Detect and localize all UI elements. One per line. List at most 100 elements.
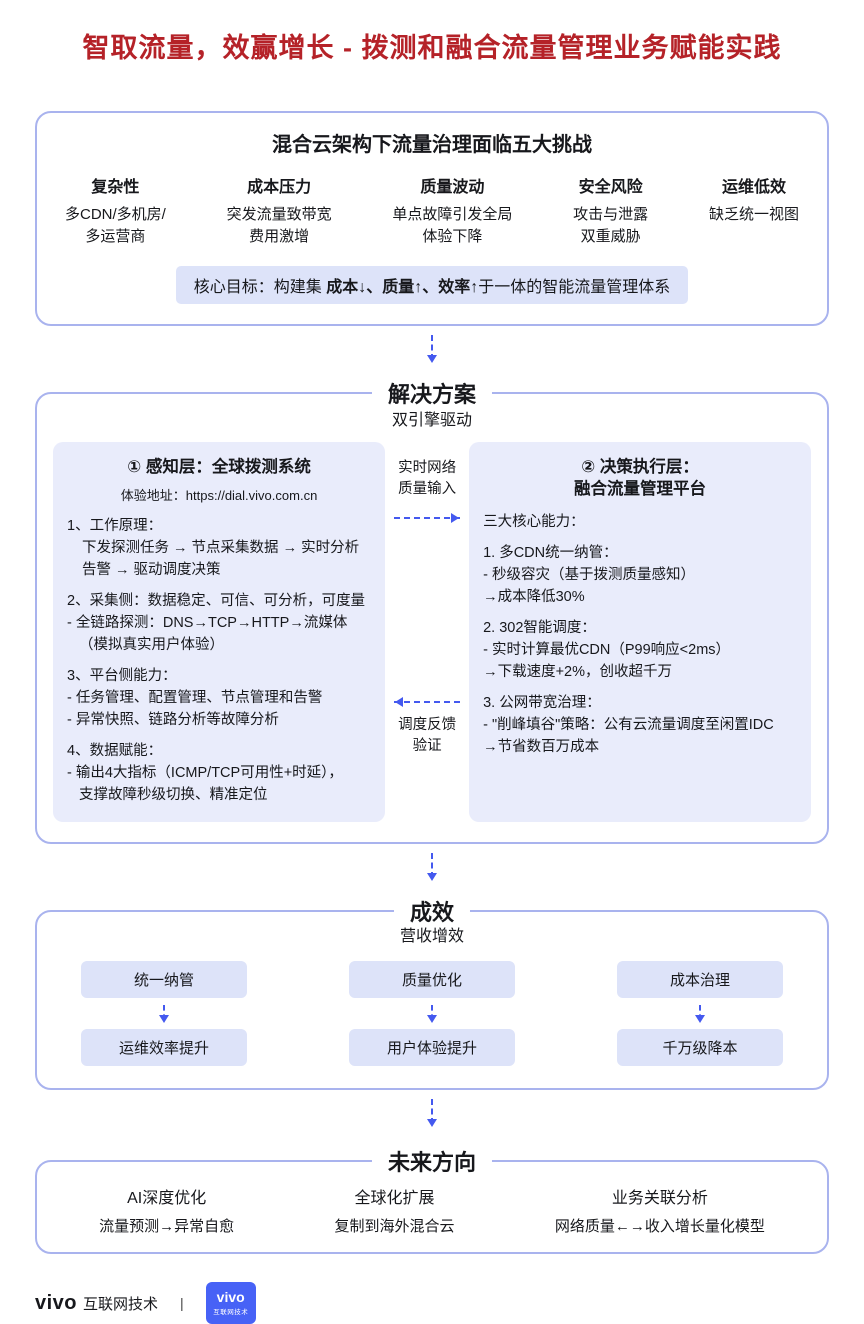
detail-line: - 秒级容灾（基于拨测质量感知） [483, 567, 695, 584]
effects-heading: 成效 [393, 895, 471, 928]
detail-line: 2. 302智能调度： [483, 620, 596, 637]
detail-line: 告警 → 驱动调度决策 [82, 561, 221, 578]
detail-line: 下发探测任务 → 节点采集数据 → 实时分析 [82, 539, 360, 556]
detail-line: - 输出4大指标（ICMP/TCP可用性+时延）， [67, 765, 343, 782]
decision-title-line1: ② 决策执行层： [581, 457, 699, 476]
core-goal-wrap: 核心目标：构建集 成本↓、质量↑、效率↑于一体的智能流量管理体系 [37, 265, 827, 304]
challenge-title: 复杂性 [91, 179, 140, 196]
decision-title-line2: 融合流量管理平台 [574, 479, 707, 498]
future-title: 全球化扩展 [354, 1190, 435, 1208]
challenge-item-security: 安全风险 攻击与泄露 双重威胁 [573, 173, 648, 248]
future-column-global: 全球化扩展 复制到海外混合云 [334, 1184, 454, 1236]
effect-pill: 质量优化 [349, 961, 515, 999]
detail-line: 支撑故障秒级切换、精准定位 [79, 787, 268, 804]
vivo-logo-subtext: 互联网技术 [213, 1309, 249, 1317]
goal-suffix: 于一体的智能流量管理体系 [478, 278, 671, 296]
goal-bold: 成本↓、质量↑、效率↑ [326, 278, 479, 296]
page-title: 智取流量，效赢增长 - 拨测和融合流量管理业务赋能实践 [82, 33, 782, 63]
decision-panel: ② 决策执行层： 融合流量管理平台 三大核心能力： 1. 多CDN统一纳管： -… [469, 441, 811, 823]
effect-pill: 千万级降本 [617, 1029, 783, 1067]
challenge-desc: 突发流量致带宽 费用激增 [226, 206, 332, 245]
challenge-title: 安全风险 [578, 179, 643, 196]
detail-line: - 实时计算最优CDN（P99响应<2ms） [483, 642, 731, 659]
arrow-left-icon [394, 696, 461, 707]
effect-pill: 用户体验提升 [349, 1029, 515, 1067]
down-arrow-icon [427, 853, 437, 882]
future-title: 业务关联分析 [611, 1190, 708, 1208]
solution-row: ① 感知层：全球拨测系统 体验地址：https://dial.vivo.com.… [53, 441, 811, 823]
effect-column-governance: 统一纳管 运维效率提升 [81, 961, 247, 1067]
detail-line: 3、平台侧能力： [67, 667, 177, 684]
challenge-item-complexity: 复杂性 多CDN/多机房/ 多运营商 [65, 173, 166, 248]
challenge-desc: 多CDN/多机房/ 多运营商 [65, 206, 166, 245]
arrow-right-icon [394, 513, 461, 523]
solution-section: 解决方案 双引擎驱动 ① 感知层：全球拨测系统 体验地址：https://dia… [35, 376, 829, 845]
future-desc: 复制到海外混合云 [334, 1218, 455, 1236]
future-column-business: 业务关联分析 网络质量←→收入增长量化模型 [555, 1184, 765, 1236]
challenge-item-quality: 质量波动 单点故障引发全局 体验下降 [392, 173, 512, 248]
detail-line: （模拟真实用户体验） [79, 636, 224, 653]
down-arrow-icon [427, 1099, 437, 1128]
effect-column-quality: 质量优化 用户体验提升 [349, 961, 515, 1067]
future-row: AI深度优化 流量预测→异常自愈 全球化扩展 复制到海外混合云 业务关联分析 网… [49, 1184, 815, 1236]
challenge-item-cost: 成本压力 突发流量致带宽 费用激增 [227, 173, 332, 248]
detail-line: - 任务管理、配置管理、节点管理和告警 [67, 689, 323, 706]
detail-line: →节省数百万成本 [483, 739, 600, 756]
effects-section: 成效 营收增效 统一纳管 运维效率提升 质量优化 用户体验提升 成本治理 千万级… [35, 895, 829, 1091]
down-arrow-icon [695, 1005, 705, 1024]
challenge-desc: 攻击与泄露 双重威胁 [573, 206, 649, 245]
solution-subtitle: 双引擎驱动 [391, 411, 472, 429]
core-goal-banner: 核心目标：构建集 成本↓、质量↑、效率↑于一体的智能流量管理体系 [175, 265, 689, 304]
effect-pill: 成本治理 [617, 961, 783, 999]
future-desc: 流量预测→异常自愈 [99, 1218, 235, 1236]
future-column-ai: AI深度优化 流量预测→异常自愈 [99, 1184, 234, 1236]
challenges-section: 混合云架构下流量治理面临五大挑战 复杂性 多CDN/多机房/ 多运营商 成本压力… [35, 111, 829, 326]
detail-line: 1. 多CDN统一纳管： [483, 545, 618, 562]
down-arrow-icon [427, 1005, 437, 1024]
vivo-logo-text: vivo [216, 1289, 245, 1306]
effects-row: 统一纳管 运维效率提升 质量优化 用户体验提升 成本治理 千万级降本 [37, 946, 827, 1067]
challenges-row: 复杂性 多CDN/多机房/ 多运营商 成本压力 突发流量致带宽 费用激增 质量波… [37, 157, 827, 248]
detail-line: - "削峰填谷"策略：公有云流量调度至闲置IDC [483, 717, 774, 734]
detail-line: 2、采集侧：数据稳定、可信、可分析，可度量 [67, 592, 366, 609]
future-section: 未来方向 AI深度优化 流量预测→异常自愈 全球化扩展 复制到海外混合云 业务关… [35, 1145, 829, 1255]
effect-pill: 运维效率提升 [81, 1029, 247, 1067]
engine-connector: 实时网络 质量输入 调度反馈 验证 [389, 442, 465, 823]
detail-line: →下载速度+2%，创收超千万 [483, 664, 673, 681]
decision-title: ② 决策执行层： 融合流量管理平台 [483, 456, 797, 501]
challenge-title: 质量波动 [420, 179, 485, 196]
future-desc: 网络质量←→收入增长量化模型 [554, 1218, 765, 1236]
challenge-item-ops: 运维低效 缺乏统一视图 [709, 173, 799, 248]
detail-line: - 全链路探测：DNS→TCP→HTTP→流媒体 [67, 614, 348, 631]
detail-line: - 异常快照、链路分析等故障分析 [67, 712, 279, 729]
perception-details: 1、工作原理： 下发探测任务 → 节点采集数据 → 实时分析 告警 → 驱动调度… [67, 515, 371, 806]
perception-title: ① 感知层：全球拨测系统 [127, 457, 311, 476]
feedback-label: 调度反馈 验证 [398, 716, 457, 755]
footer-divider: | [180, 1295, 184, 1312]
effects-subtitle: 营收增效 [399, 928, 464, 946]
challenge-title: 成本压力 [247, 179, 312, 196]
challenge-desc: 单点故障引发全局 体验下降 [392, 206, 513, 245]
challenges-heading: 混合云架构下流量治理面临五大挑战 [272, 134, 592, 156]
detail-line: 三大核心能力： [483, 514, 585, 531]
future-heading: 未来方向 [371, 1145, 493, 1178]
solution-heading: 解决方案 [371, 376, 493, 409]
down-arrow-icon [159, 1005, 169, 1024]
down-arrow-icon [427, 334, 437, 363]
challenge-title: 运维低效 [721, 179, 786, 196]
challenge-desc: 缺乏统一视图 [708, 206, 799, 223]
vivo-wordmark: vivo [35, 1291, 78, 1314]
perception-panel: ① 感知层：全球拨测系统 体验地址：https://dial.vivo.com.… [53, 441, 386, 823]
flow-arrow-1 [0, 326, 864, 372]
detail-line: 1、工作原理： [67, 517, 163, 534]
detail-line: →成本降低30% [483, 589, 585, 606]
flow-arrow-3 [0, 1090, 864, 1136]
effect-column-cost: 成本治理 千万级降本 [617, 961, 783, 1067]
detail-line: 3. 公网带宽治理： [483, 695, 601, 712]
footer-brand-suffix: 互联网技术 [83, 1295, 159, 1313]
vivo-logo: vivo 互联网技术 [205, 1282, 256, 1324]
goal-prefix: 核心目标：构建集 [193, 278, 327, 296]
detail-line: 4、数据赋能： [67, 743, 163, 760]
dial-url[interactable]: 体验地址：https://dial.vivo.com.cn [120, 487, 318, 503]
